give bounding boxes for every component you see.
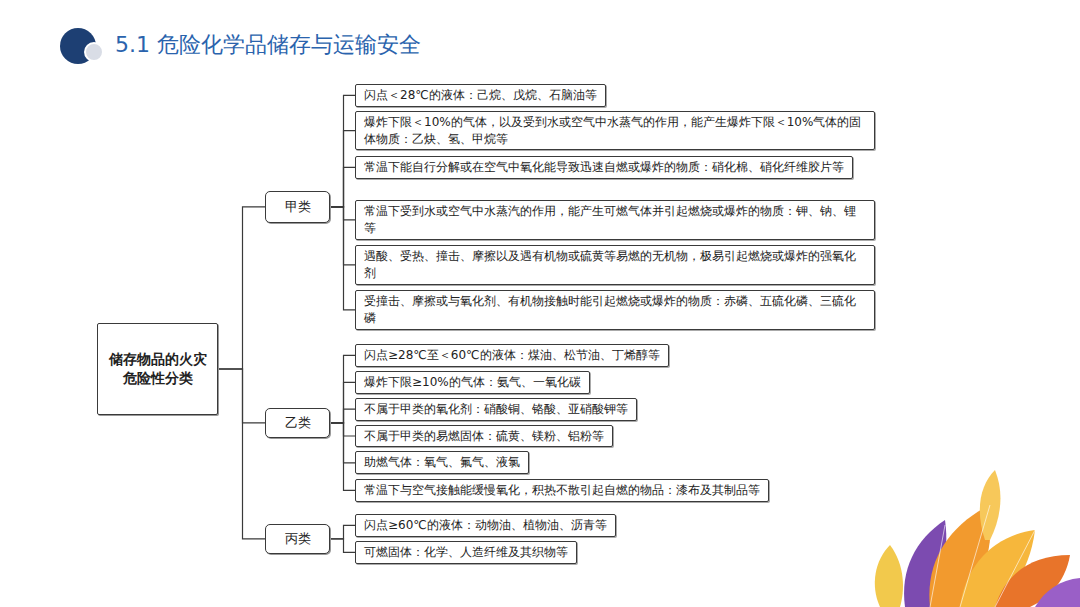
logo-dot bbox=[85, 43, 103, 61]
root-box: 储存物品的火灾危险性分类 bbox=[97, 323, 218, 415]
item-box: 闪点≥28℃至＜60℃的液体：煤油、松节油、丁烯醇等 bbox=[355, 344, 669, 367]
tree-connector bbox=[218, 369, 265, 539]
tree-connector bbox=[330, 423, 355, 463]
tree-connector bbox=[330, 95, 355, 206]
tree-connector bbox=[330, 207, 355, 310]
item-box: 常温下受到水或空气中水蒸汽的作用，能产生可燃气体并引起燃烧或爆炸的物质：钾、钠、… bbox=[355, 200, 875, 240]
leaf-illustration bbox=[875, 470, 1080, 607]
node-text: 甲类 bbox=[285, 198, 311, 216]
node-text: 爆炸下限≥10%的气体：氨气、一氧化碳 bbox=[364, 374, 581, 391]
node-text: 不属于甲类的易燃固体：硫黄、镁粉、铝粉等 bbox=[364, 428, 604, 445]
item-box: 常温下能自行分解或在空气中氧化能导致迅速自燃或爆炸的物质：硝化棉、硝化纤维胶片等 bbox=[355, 156, 853, 179]
item-box: 不属于甲类的氧化剂：硝酸铜、铬酸、亚硝酸钾等 bbox=[355, 398, 637, 421]
node-text: 乙类 bbox=[285, 414, 311, 432]
item-box: 爆炸下限＜10%的气体，以及受到水或空气中水蒸气的作用，能产生爆炸下限＜10%气… bbox=[355, 111, 875, 151]
node-text: 常温下能自行分解或在空气中氧化能导致迅速自燃或爆炸的物质：硝化棉、硝化纤维胶片等 bbox=[364, 159, 844, 176]
tree-connector bbox=[218, 369, 265, 423]
node-text: 闪点≥28℃至＜60℃的液体：煤油、松节油、丁烯醇等 bbox=[364, 347, 660, 364]
node-text: 闪点≥60℃的液体：动物油、植物油、沥青等 bbox=[364, 517, 607, 534]
node-text: 常温下与空气接触能缓慢氧化，积热不散引起自燃的物品：漆布及其制品等 bbox=[364, 482, 760, 499]
node-text: 受撞击、摩擦或与氧化剂、有机物接触时能引起燃烧或爆炸的物质：赤磷、五硫化磷、三硫… bbox=[364, 293, 866, 327]
item-box: 不属于甲类的易燃固体：硫黄、镁粉、铝粉等 bbox=[355, 425, 613, 448]
item-box: 爆炸下限≥10%的气体：氨气、一氧化碳 bbox=[355, 371, 590, 394]
tree-connector bbox=[330, 423, 355, 491]
tree-connector bbox=[330, 409, 355, 423]
tree-connector bbox=[330, 423, 355, 436]
category-box: 乙类 bbox=[265, 408, 330, 438]
item-box: 闪点＜28℃的液体：己烷、戊烷、石脑油等 bbox=[355, 84, 606, 107]
item-box: 遇酸、受热、撞击、摩擦以及遇有机物或硫黄等易燃的无机物，极易引起燃烧或爆炸的强氧… bbox=[355, 245, 875, 285]
tree-connector bbox=[330, 525, 355, 538]
tree-connector bbox=[330, 131, 355, 207]
node-text: 遇酸、受热、撞击、摩擦以及遇有机物或硫黄等易燃的无机物，极易引起燃烧或爆炸的强氧… bbox=[364, 248, 866, 282]
tree-connector bbox=[330, 355, 355, 422]
item-box: 闪点≥60℃的液体：动物油、植物油、沥青等 bbox=[355, 514, 616, 537]
category-box: 甲类 bbox=[265, 191, 330, 223]
node-text: 可燃固体：化学、人造纤维及其织物等 bbox=[364, 544, 568, 561]
item-box: 可燃固体：化学、人造纤维及其织物等 bbox=[355, 541, 577, 564]
node-text: 闪点＜28℃的液体：己烷、戊烷、石脑油等 bbox=[364, 87, 597, 104]
tree-connector bbox=[330, 167, 355, 206]
node-text: 助燃气体：氧气、氟气、液氯 bbox=[364, 454, 520, 471]
tree-connector bbox=[330, 539, 355, 553]
node-text: 常温下受到水或空气中水蒸汽的作用，能产生可燃气体并引起燃烧或爆炸的物质：钾、钠、… bbox=[364, 203, 866, 237]
node-text: 不属于甲类的氧化剂：硝酸铜、铬酸、亚硝酸钾等 bbox=[364, 401, 628, 418]
item-box: 常温下与空气接触能缓慢氧化，积热不散引起自燃的物品：漆布及其制品等 bbox=[355, 479, 769, 502]
tree-connector bbox=[218, 207, 265, 369]
category-box: 丙类 bbox=[265, 524, 330, 554]
item-box: 受撞击、摩擦或与氧化剂、有机物接触时能引起燃烧或爆炸的物质：赤磷、五硫化磷、三硫… bbox=[355, 290, 875, 330]
item-box: 助燃气体：氧气、氟气、液氯 bbox=[355, 451, 529, 474]
tree-connector bbox=[330, 207, 355, 265]
slide-title: 5.1 危险化学品储存与运输安全 bbox=[115, 30, 421, 60]
node-text: 爆炸下限＜10%的气体，以及受到水或空气中水蒸气的作用，能产生爆炸下限＜10%气… bbox=[364, 114, 866, 148]
tree-connector bbox=[330, 207, 355, 220]
node-text: 丙类 bbox=[285, 530, 311, 548]
node-text: 储存物品的火灾危险性分类 bbox=[108, 350, 207, 388]
tree-connector bbox=[330, 382, 355, 422]
